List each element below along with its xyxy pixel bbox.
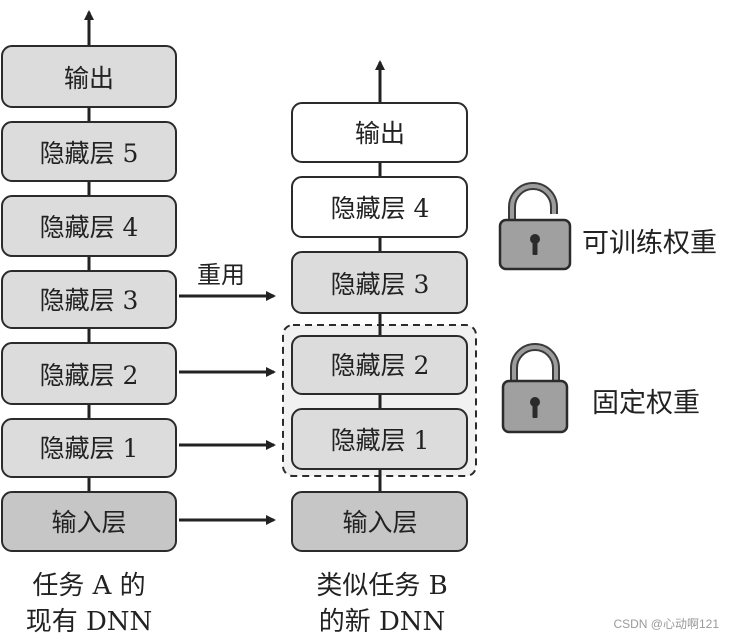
fixed-weights-label: 固定权重 [592, 388, 700, 419]
left-layer-input: 输入层 [1, 491, 177, 552]
left-layer-hidden-5: 隐藏层 5 [1, 121, 177, 182]
svg-text:输出: 输出 [64, 64, 114, 93]
left-caption-line-2: 现有 DNN [26, 607, 153, 637]
svg-text:隐藏层 3: 隐藏层 3 [331, 270, 430, 299]
right-layer-input: 输入层 [291, 491, 468, 552]
left-layer-hidden-3: 隐藏层 3 [1, 270, 177, 329]
left-layer-hidden-4: 隐藏层 4 [1, 195, 177, 257]
svg-text:输入层: 输入层 [51, 508, 126, 537]
svg-text:隐藏层 3: 隐藏层 3 [40, 286, 139, 315]
svg-text:隐藏层 1: 隐藏层 1 [331, 426, 430, 455]
svg-text:输入层: 输入层 [342, 508, 417, 537]
svg-text:隐藏层 2: 隐藏层 2 [331, 351, 430, 380]
left-layer-output: 输出 [1, 45, 177, 108]
svg-text:输出: 输出 [355, 119, 405, 148]
reuse-label: 重用 [197, 261, 245, 289]
svg-text:隐藏层 4: 隐藏层 4 [40, 213, 139, 242]
left-caption-line-1: 任务 A 的 [32, 571, 145, 601]
right-layer-output: 输出 [291, 102, 468, 163]
svg-text:隐藏层 5: 隐藏层 5 [40, 139, 139, 168]
svg-text:隐藏层 2: 隐藏层 2 [40, 361, 139, 390]
reuse-arrows [179, 291, 276, 525]
locked-padlock-icon [501, 343, 569, 434]
watermark: CSDN @心动啊121 [613, 617, 719, 631]
trainable-weights-label: 可训练权重 [582, 228, 717, 259]
unlocked-padlock-icon [498, 182, 572, 271]
right-layer-hidden-4: 隐藏层 4 [291, 176, 468, 238]
right-caption-line-2: 的新 DNN [319, 607, 446, 637]
svg-text:隐藏层 1: 隐藏层 1 [40, 434, 139, 463]
left-network: 输出 隐藏层 5 隐藏层 4 隐藏层 3 隐藏层 2 隐藏层 1 输入层 [1, 45, 177, 552]
right-caption-line-1: 类似任务 B [316, 571, 447, 601]
left-layer-hidden-1: 隐藏层 1 [1, 418, 177, 478]
right-layer-hidden-1: 隐藏层 1 [291, 408, 468, 470]
svg-text:隐藏层 4: 隐藏层 4 [331, 194, 430, 223]
right-layer-hidden-3: 隐藏层 3 [291, 251, 468, 314]
right-layer-hidden-2: 隐藏层 2 [291, 335, 468, 395]
right-network: 输出 隐藏层 4 隐藏层 3 隐藏层 2 隐藏层 1 输入层 [291, 102, 468, 552]
left-layer-hidden-2: 隐藏层 2 [1, 342, 177, 405]
